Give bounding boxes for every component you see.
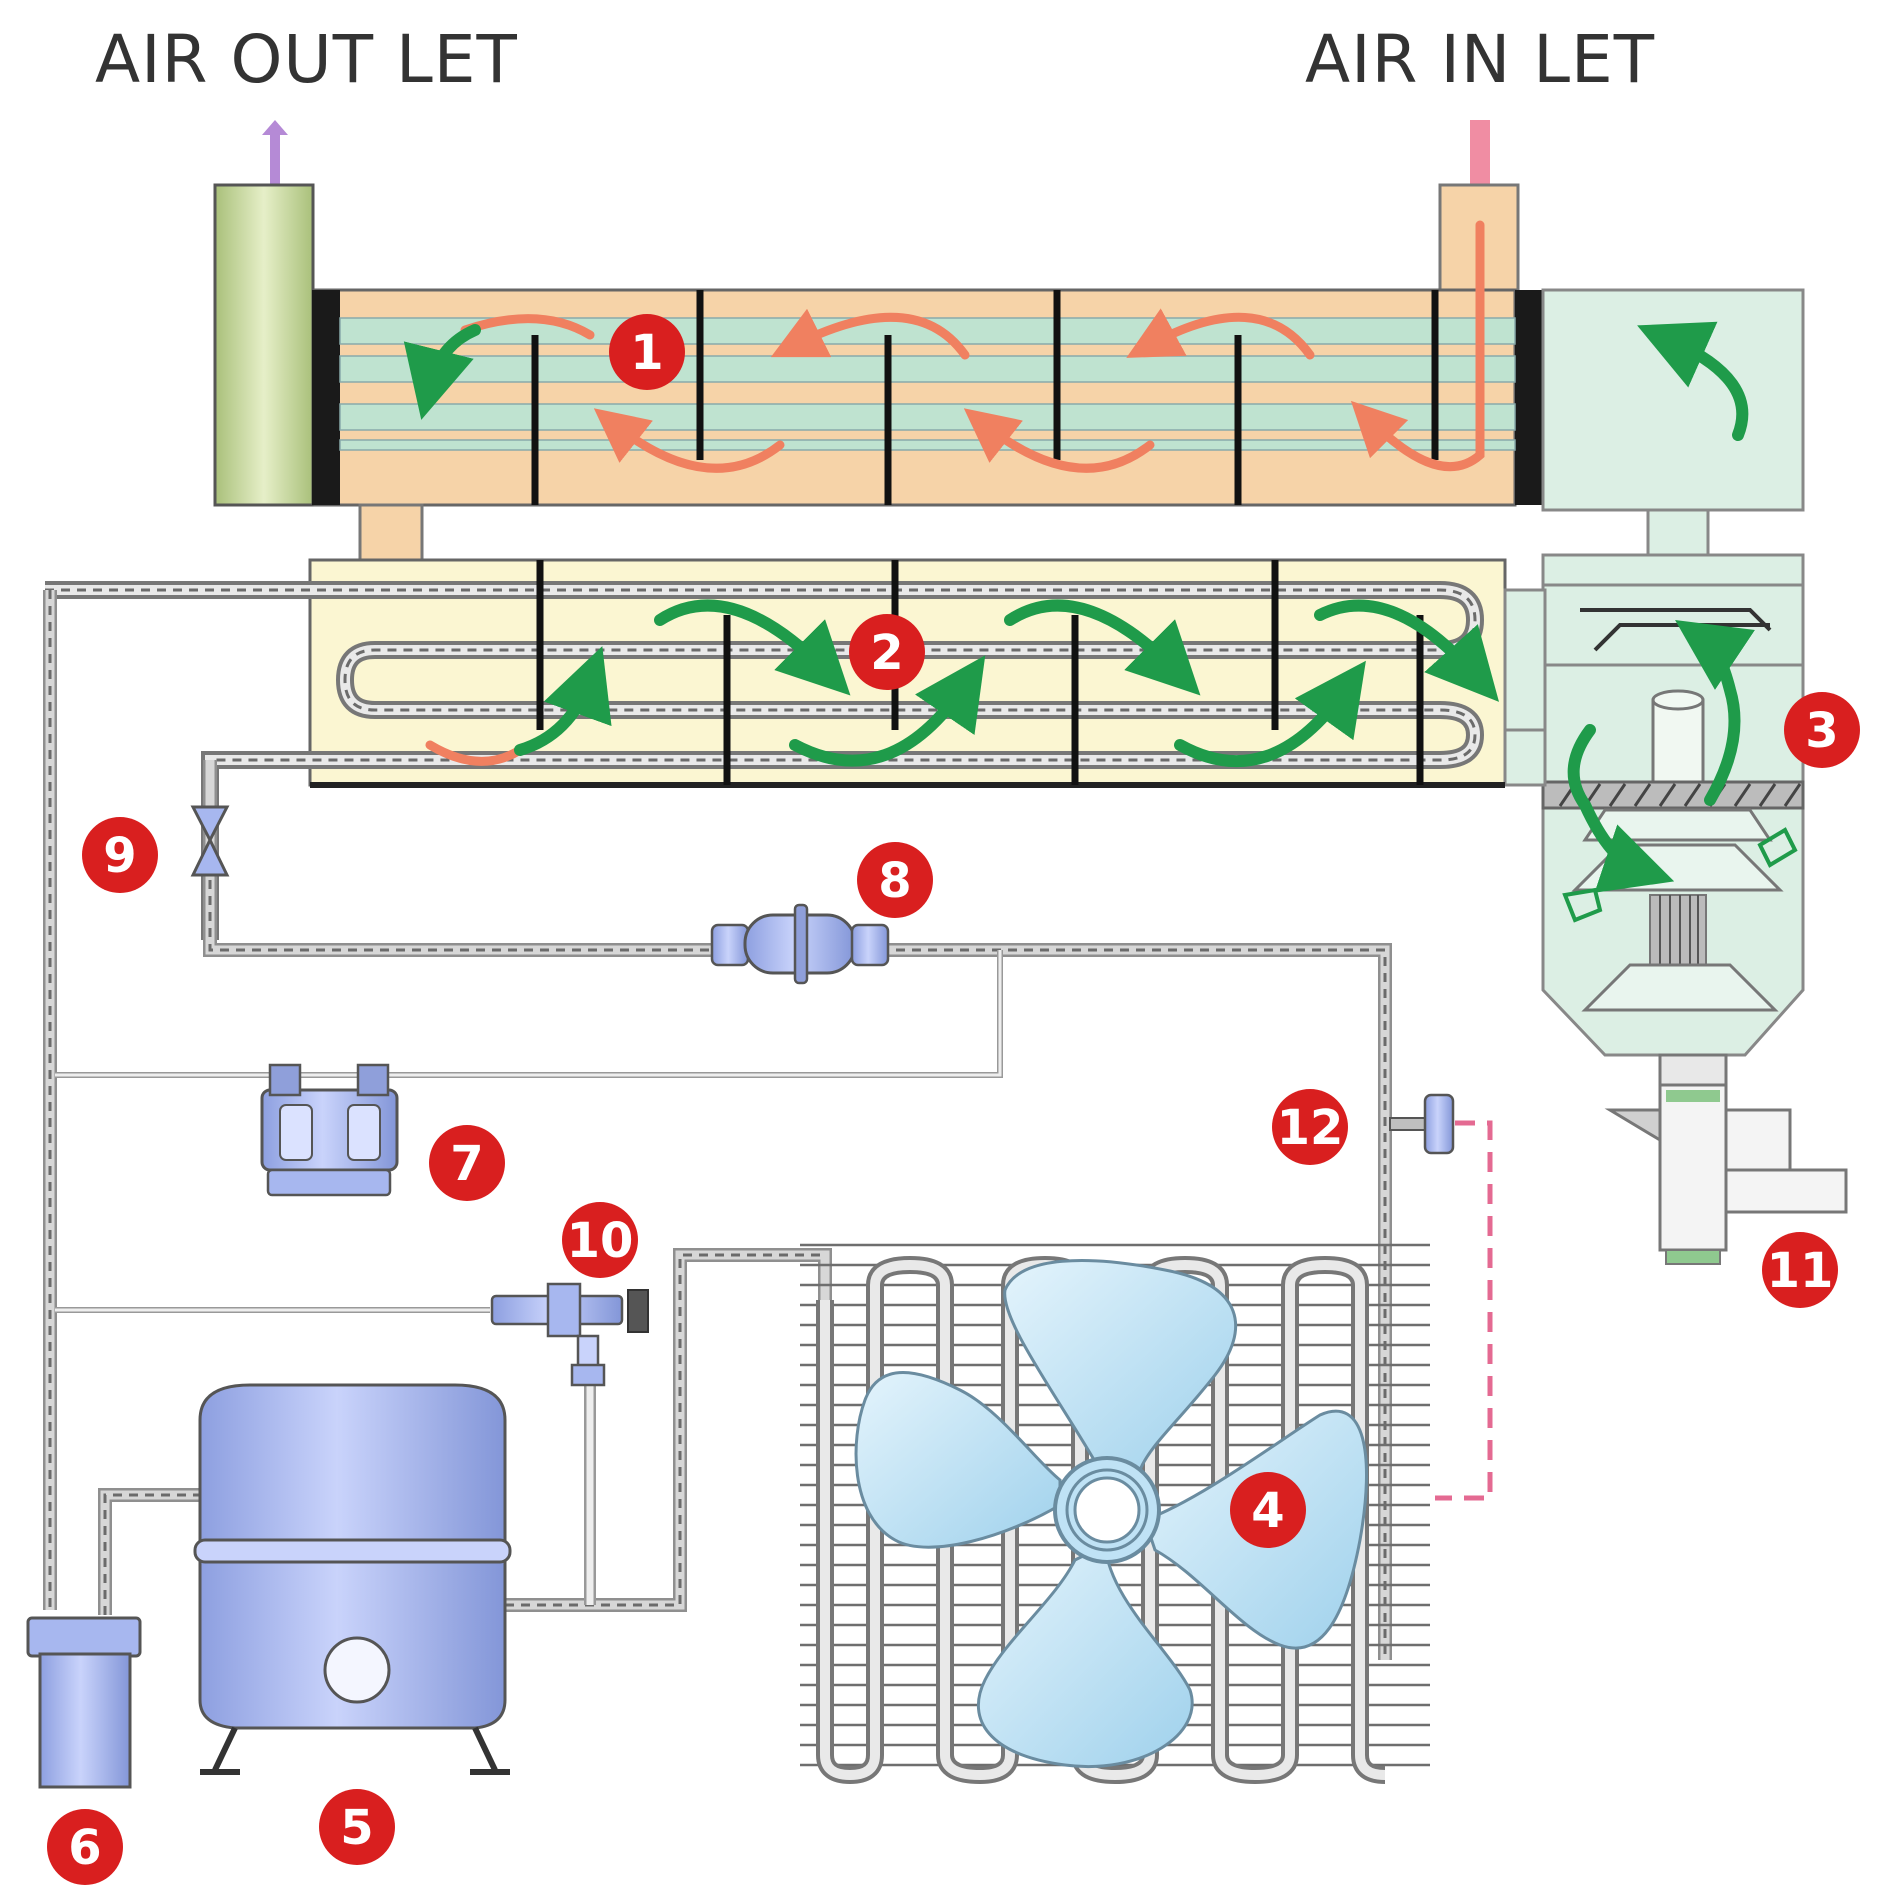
svg-text:6: 6 [68,1820,101,1876]
moisture-separator [1541,288,1848,1265]
expansion-valve-icon [190,805,230,877]
svg-text:2: 2 [870,625,903,681]
marker-11: 11 [1762,1232,1838,1308]
svg-text:12: 12 [1277,1100,1344,1156]
svg-text:3: 3 [1805,703,1838,759]
svg-text:5: 5 [340,1800,373,1856]
marker-5: 5 [319,1789,395,1865]
marker-12: 12 [1272,1089,1348,1165]
marker-6: 6 [47,1809,123,1885]
outlet-header [213,183,315,507]
marker-10: 10 [562,1202,638,1278]
exchanger-tubes [339,317,1516,451]
svg-text:8: 8 [878,853,911,909]
refrigerant-piping [43,590,1392,1660]
marker-8: 8 [857,842,933,918]
air-outlet-label: AIR OUT LET [95,21,518,98]
auto-drain-valve [1604,1053,1848,1265]
compressor [193,1383,512,1775]
svg-text:1: 1 [630,325,663,381]
pressure-switch [490,1282,649,1387]
svg-text:7: 7 [450,1136,483,1192]
marker-3: 3 [1784,692,1860,768]
marker-9: 9 [82,817,158,893]
marker-7: 7 [429,1125,505,1201]
condensate-arrow-icon [1562,827,1798,923]
marker-2: 2 [849,614,925,690]
marker-1: 1 [609,314,685,390]
accumulator [26,1616,142,1789]
hot-air-flow-arrows [403,220,1485,473]
fan-control-switch [1389,1093,1493,1501]
filter-drier [710,903,890,985]
svg-text:9: 9 [103,828,136,884]
air-inlet-label: AIR IN LET [1305,21,1655,98]
condenser [800,1243,1430,1785]
marker-4: 4 [1230,1472,1306,1548]
svg-text:10: 10 [567,1213,634,1269]
air-outlet-arrow-icon [262,120,288,225]
hot-gas-bypass-valve [260,1063,399,1197]
evaporator [45,558,1547,940]
svg-text:11: 11 [1767,1243,1834,1299]
fan-icon [854,1259,1368,1768]
svg-text:4: 4 [1251,1483,1284,1539]
air-to-air-heat-exchanger [213,183,1543,562]
